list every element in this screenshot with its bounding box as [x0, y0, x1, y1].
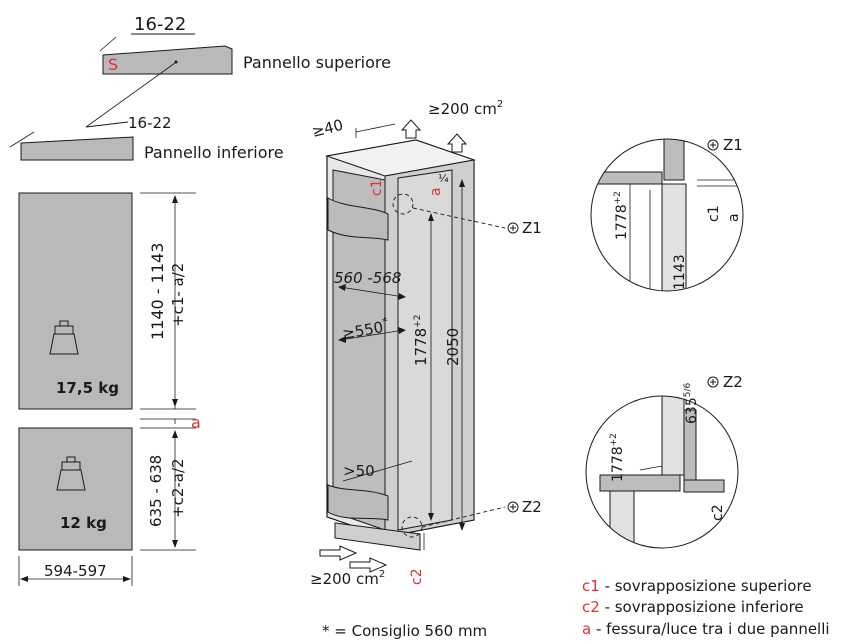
- z1-c1: c1: [706, 205, 722, 222]
- lower-door-height: 635 - 638: [147, 455, 165, 527]
- legend-c2: c2 - sovrapposizione inferiore: [582, 598, 804, 616]
- top-panel-thickness: 16-22: [134, 14, 186, 35]
- detail-z2: 1778+2 6355/6 c2 Z2: [585, 373, 743, 549]
- unit-c2: c2: [409, 568, 425, 585]
- upper-door-group: 17,5 kg 1140 - 1143 +c1- a/2 a: [18, 192, 201, 432]
- unit-a: a: [428, 187, 444, 196]
- weight-icon: [49, 320, 79, 355]
- vent-bottom-area: ≥200 cm2: [310, 569, 385, 588]
- lower-door: [18, 427, 133, 551]
- door-gap-label: a: [191, 413, 201, 432]
- detail-z1: 1778+2 1143 c1 a Z1: [590, 136, 744, 292]
- inner-width-range: 560 -568: [334, 269, 401, 287]
- weight-icon: [56, 456, 86, 491]
- z2-label: Z2: [723, 373, 743, 391]
- vent-top-area: ≥200 cm2: [428, 99, 503, 118]
- unit-z2: Z2: [522, 498, 542, 516]
- zoom-icon: [507, 222, 519, 234]
- vent-arrow-icon: [446, 133, 468, 153]
- legend-a: a - fessura/luce tra i due pannelli: [582, 620, 830, 638]
- top-panel-mark: S: [108, 55, 118, 74]
- legend-c1: c1 - sovrapposizione superiore: [582, 577, 812, 595]
- lower-door-formula: +c2-a/2: [169, 458, 187, 518]
- rail-dimension: >50: [343, 462, 375, 480]
- z2-value: 6355/6: [683, 383, 700, 424]
- bottom-panel-thickness: 16-22: [128, 114, 172, 132]
- top-depth: ≥40: [310, 116, 345, 141]
- footnote: * = Consiglio 560 mm: [322, 622, 487, 640]
- z1-a: a: [726, 213, 742, 222]
- z2-height: 1778+2: [609, 433, 626, 482]
- top-panel: [102, 45, 233, 75]
- vent-arrow-icon: [349, 557, 388, 573]
- bottom-panel-group: 16-22 Pannello inferiore: [9, 114, 284, 162]
- door-width: 594-597: [44, 562, 107, 580]
- top-panel-label: Pannello superiore: [243, 53, 391, 72]
- upper-door: [18, 192, 133, 410]
- zoom-icon: [707, 376, 719, 388]
- upper-door-height: 1140 - 1143: [148, 243, 167, 340]
- z1-label: Z1: [723, 136, 743, 154]
- bottom-panel-label: Pannello inferiore: [144, 143, 284, 162]
- unit-height-1778: 1778+2: [412, 315, 430, 366]
- vent-arrow-icon: [319, 545, 358, 561]
- zoom-icon: [707, 139, 719, 151]
- z1-lower: 1143: [672, 254, 688, 290]
- legend: c1 - sovrapposizione superiore c2 - sovr…: [582, 577, 830, 638]
- z2-c2: c2: [710, 504, 726, 521]
- lower-door-group: 12 kg 635 - 638 +c2-a/2 594-597: [18, 427, 196, 586]
- z1-height: 1778+2: [613, 191, 630, 240]
- fridge-unit: ≥200 cm2 ≥40 c1 a ¹⁄₄ 560 -568 ≥550*: [310, 99, 542, 588]
- link-dot: [174, 60, 178, 64]
- top-panel-group: 16-22 S Pannello superiore: [85, 14, 391, 128]
- vent-arrow-icon: [400, 119, 422, 139]
- unit-c1: c1: [369, 179, 385, 196]
- unit-z1: Z1: [522, 219, 542, 237]
- lower-door-weight: 12 kg: [60, 514, 107, 532]
- zoom-icon: [507, 501, 519, 513]
- bottom-panel: [20, 136, 134, 161]
- hinge-symbol: ¹⁄₄: [438, 172, 449, 185]
- upper-door-weight: 17,5 kg: [56, 379, 119, 397]
- unit-height-2050: 2050: [444, 328, 462, 366]
- upper-door-formula: +c1- a/2: [169, 263, 187, 327]
